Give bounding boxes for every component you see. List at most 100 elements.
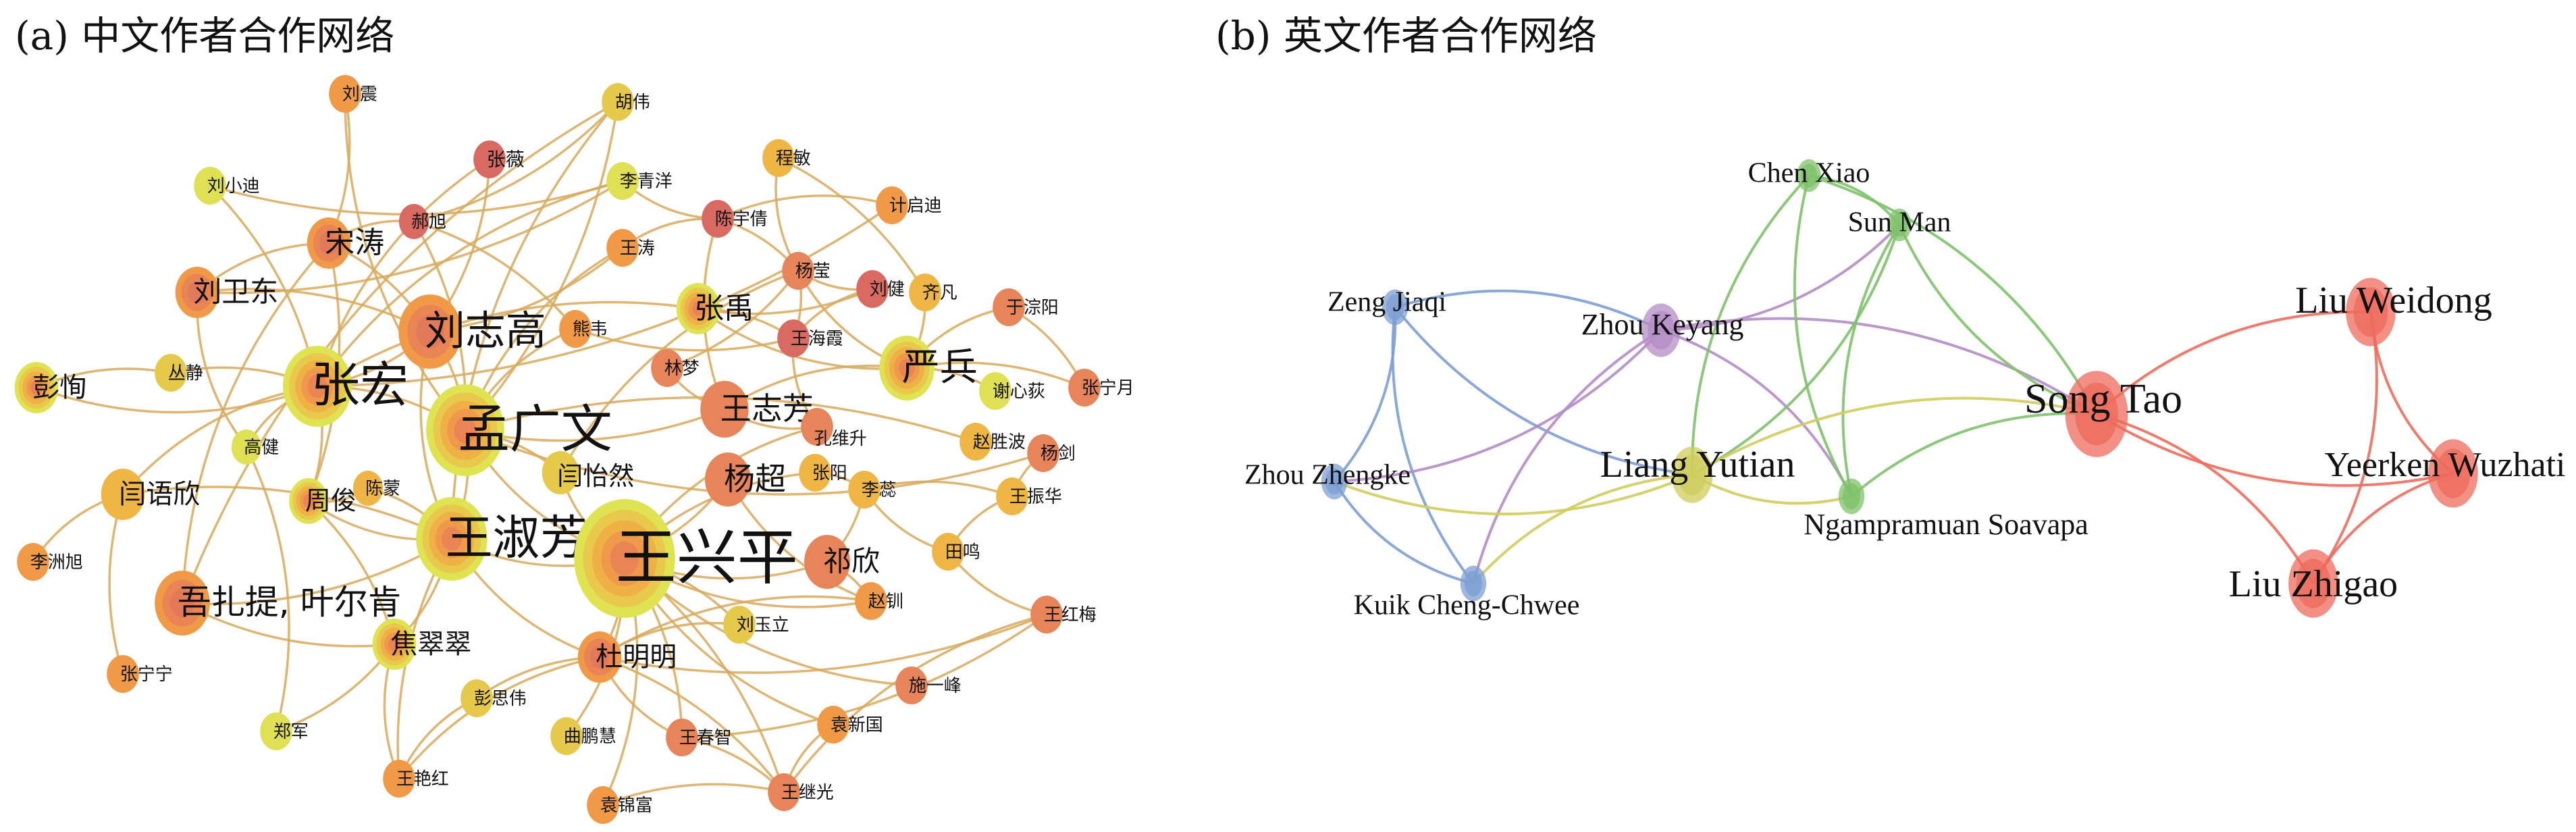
author-node[interactable]: 王红梅 (1030, 596, 1097, 633)
author-node[interactable]: 计启迪 (876, 186, 942, 224)
author-node[interactable]: 陈蒙 (352, 471, 400, 506)
author-node[interactable]: 王兴平 (574, 499, 798, 618)
author-node[interactable]: 王志芳 (700, 381, 814, 438)
author-node[interactable]: Ngampramuan Soavapa (1804, 478, 2088, 541)
author-node[interactable]: 王继光 (768, 773, 834, 811)
author-node[interactable]: 杜明明 (577, 631, 677, 683)
author-node[interactable]: 熊韦 (559, 310, 608, 348)
author-node[interactable]: 刘志高 (398, 294, 546, 369)
author-node[interactable]: 田鸣 (932, 533, 980, 571)
author-node[interactable]: 杨超 (705, 452, 786, 506)
author-node[interactable]: 刘小迪 (194, 167, 260, 205)
author-node[interactable]: 祁欣 (804, 535, 880, 589)
author-node[interactable]: Sun Man (1848, 207, 1951, 242)
author-node[interactable]: 杨剑 (1027, 434, 1076, 472)
author-node[interactable]: 严兵 (879, 336, 978, 400)
author-node[interactable]: 张宁宁 (107, 655, 173, 693)
author-node[interactable]: 郑军 (260, 712, 309, 750)
node-ring (993, 288, 1025, 326)
author-node[interactable]: 焦翠翠 (372, 619, 472, 670)
author-node[interactable]: 张禹 (676, 283, 754, 334)
coauthor-edge (666, 269, 799, 369)
author-node[interactable]: 于淙阳 (993, 288, 1059, 326)
author-node[interactable]: 杨莹 (782, 252, 831, 290)
author-node[interactable]: Yeerken Wuzhati (2324, 439, 2566, 508)
author-node[interactable]: 袁锦富 (587, 786, 653, 824)
author-node[interactable]: 高健 (231, 430, 279, 465)
node-ring (329, 75, 361, 113)
author-node[interactable]: 刘健 (856, 270, 905, 308)
coauthor-edge (1850, 412, 2097, 498)
author-node[interactable]: 张宁月 (1068, 369, 1134, 407)
author-node[interactable]: Liu Zhigao (2229, 549, 2398, 618)
coauthor-edge (1660, 317, 2098, 415)
node-ring (899, 359, 915, 378)
author-node[interactable]: 程敏 (762, 139, 811, 177)
author-label: 彭恂 (32, 372, 86, 403)
author-label: 杨剑 (1041, 444, 1076, 464)
author-node[interactable]: 施一峰 (895, 667, 962, 704)
node-ring (559, 310, 592, 348)
author-node[interactable]: Zeng Jiaqi (1328, 287, 1446, 326)
author-node[interactable]: 林梦 (651, 349, 700, 387)
author-node[interactable]: 王春智 (666, 719, 732, 756)
author-node[interactable]: Liu Weidong (2295, 278, 2492, 346)
author-node[interactable]: 李洲旭 (17, 543, 83, 581)
author-node[interactable]: Liang Yutian (1600, 444, 1795, 503)
author-node[interactable]: 孟广文 (426, 384, 612, 476)
author-node[interactable]: 孔维升 (801, 408, 867, 449)
author-label: 杜明明 (596, 642, 677, 673)
author-node[interactable]: 赵钏 (855, 582, 903, 620)
author-node[interactable]: 陈宇倩 (702, 200, 768, 238)
author-node[interactable]: 彭恂 (14, 362, 87, 413)
author-node[interactable]: Chen Xiao (1748, 158, 1870, 192)
author-label: 于淙阳 (1006, 298, 1059, 318)
author-node[interactable]: 王海霞 (777, 319, 843, 357)
author-node[interactable]: 曲鹏慧 (550, 717, 616, 755)
author-node[interactable]: 刘卫东 (175, 267, 279, 318)
author-node[interactable]: Zhou Zhengke (1244, 460, 1411, 500)
author-node[interactable]: Zhou Keyang (1581, 303, 1744, 357)
author-node[interactable]: 齐凡 (909, 274, 957, 311)
author-node[interactable]: Song Tao (2024, 371, 2182, 457)
author-node[interactable]: 刘震 (329, 75, 377, 113)
author-node[interactable]: 胡伟 (602, 83, 650, 121)
author-node[interactable]: 张薇 (473, 140, 525, 178)
author-label: 齐凡 (922, 283, 957, 303)
node-ring (723, 606, 756, 644)
author-label: 王艳红 (396, 769, 449, 789)
author-node[interactable]: 王涛 (606, 229, 655, 267)
author-node[interactable]: 王艳红 (383, 760, 449, 798)
author-node[interactable]: 张阳 (799, 454, 847, 492)
author-node[interactable]: 丛静 (155, 354, 203, 392)
author-node[interactable]: 郝旭 (398, 204, 446, 239)
node-ring (801, 408, 833, 446)
node-ring (383, 760, 415, 798)
author-node[interactable]: 刘玉立 (723, 606, 789, 644)
node-ring (768, 773, 800, 811)
coauthor-edge (182, 602, 395, 648)
author-node[interactable]: 彭思伟 (461, 679, 527, 717)
author-node[interactable]: 李蕊 (848, 471, 897, 509)
author-node[interactable]: 李青洋 (606, 162, 673, 200)
author-label: 彭思伟 (474, 689, 527, 709)
author-label: Kuik Cheng-Chwee (1354, 590, 1580, 621)
author-node[interactable]: 吾扎提, 叶尔肯 (155, 571, 402, 635)
author-node[interactable]: 王振华 (996, 477, 1062, 515)
author-node[interactable]: 闫语欣 (101, 469, 201, 520)
coauthor-edge (575, 328, 794, 352)
coauthor-edge (697, 307, 908, 370)
author-node[interactable]: 宋涛 (307, 217, 385, 269)
author-node[interactable]: 赵胜波 (960, 423, 1026, 461)
coauthor-edge (599, 656, 785, 794)
author-node[interactable]: 谢心荻 (979, 372, 1045, 410)
author-label: 陈宇倩 (715, 209, 768, 230)
author-node[interactable]: 张宏 (283, 346, 409, 427)
coauthor-edge (602, 783, 785, 806)
coauthor-edge (1841, 224, 1901, 497)
author-node[interactable]: Kuik Cheng-Chwee (1354, 565, 1580, 621)
author-node[interactable]: 周俊 (289, 478, 357, 524)
author-node[interactable]: 袁新国 (817, 706, 883, 744)
author-node[interactable]: 闫怡然 (542, 451, 634, 494)
author-node[interactable]: 王淑芳 (416, 497, 587, 581)
